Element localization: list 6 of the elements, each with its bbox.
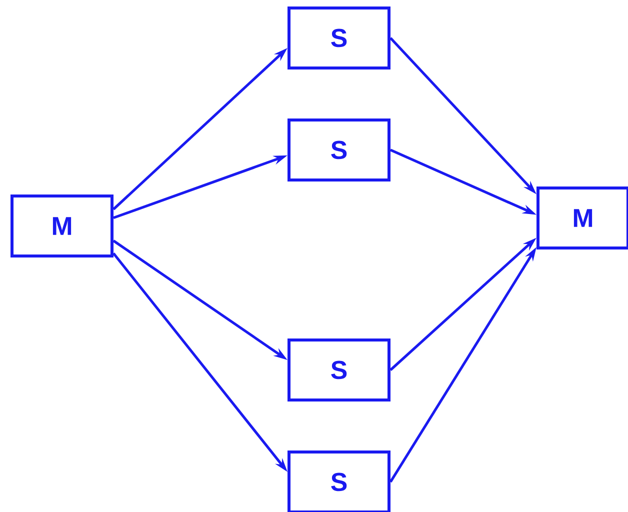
process-box: M — [536, 186, 628, 250]
process-box: S — [288, 338, 390, 402]
process-box: S — [288, 450, 390, 512]
process-box: S — [288, 118, 390, 182]
process-box: S — [288, 6, 390, 70]
process-box: M — [10, 194, 114, 258]
